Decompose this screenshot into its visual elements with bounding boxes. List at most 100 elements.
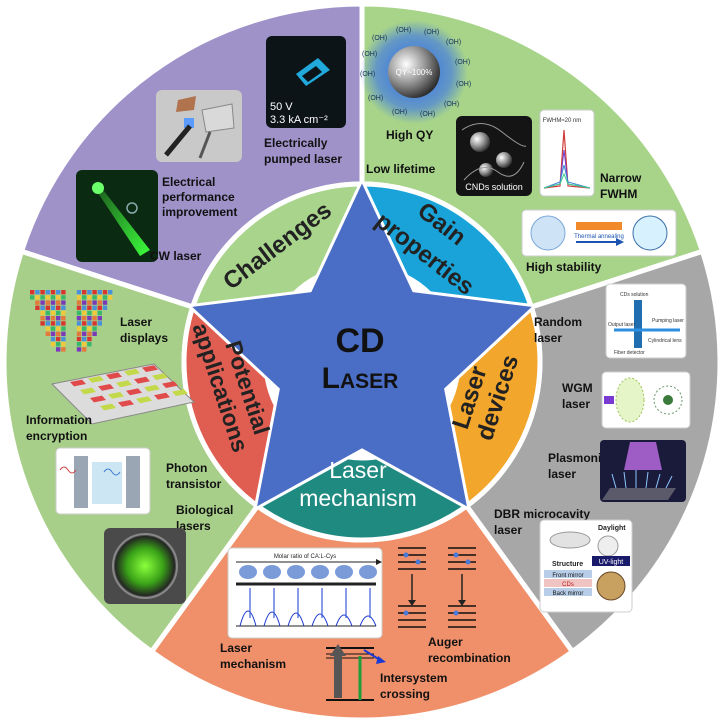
pixel xyxy=(82,290,87,295)
pixel xyxy=(92,295,97,300)
svg-text:Cylindrical lens: Cylindrical lens xyxy=(648,338,682,344)
center-title-laser: Laser xyxy=(322,362,399,395)
pixel xyxy=(61,342,66,347)
pixel xyxy=(87,316,92,321)
label-dbr-laser-1: DBR microcavity xyxy=(494,507,590,521)
pixel xyxy=(45,326,50,331)
pixel xyxy=(56,295,61,300)
pixel xyxy=(40,295,45,300)
pixel xyxy=(56,316,61,321)
encryption-tile xyxy=(108,392,124,399)
pixel xyxy=(82,305,87,310)
label-cw-laser: CW laser xyxy=(150,249,202,263)
pixel xyxy=(87,336,92,342)
pixel xyxy=(76,310,82,316)
svg-text:50 V: 50 V xyxy=(270,101,293,113)
pixel xyxy=(56,347,61,352)
pixel xyxy=(35,300,40,305)
encryption-tile xyxy=(142,365,158,372)
label-biological-lasers-2: lasers xyxy=(176,519,211,533)
thumb-electrical-performance xyxy=(156,90,242,162)
svg-text:Thermal annealing: Thermal annealing xyxy=(574,234,624,240)
svg-text:(OH): (OH) xyxy=(424,29,439,36)
encryption-tile xyxy=(88,376,104,383)
svg-text:Daylight: Daylight xyxy=(598,525,626,532)
thumb-cw-laser xyxy=(76,170,158,262)
svg-text:(OH): (OH) xyxy=(362,51,377,58)
thumb-photon-transistor xyxy=(55,447,151,515)
thumb-narrow-fwhm: FWHM≈20 nm xyxy=(539,109,595,197)
pixel xyxy=(56,305,61,310)
label-wgm-laser-1: WGM xyxy=(562,381,593,395)
pixel xyxy=(87,300,92,305)
pixel xyxy=(87,290,92,295)
thumb-laser-mechanism: Molar ratio of CA:L-Cys xyxy=(227,547,383,639)
emitter-sphere xyxy=(263,565,281,579)
pixel xyxy=(45,321,50,326)
pixel xyxy=(50,336,56,342)
svg-text:(OH): (OH) xyxy=(392,109,407,116)
emitter-sphere xyxy=(311,565,329,579)
pixel xyxy=(87,305,92,310)
svg-text:(OH): (OH) xyxy=(360,71,375,78)
encryption-tile xyxy=(126,388,142,396)
pixel xyxy=(61,300,66,305)
thumb-wgm-laser xyxy=(601,371,691,429)
label-mechanism-1: Laser xyxy=(329,457,387,483)
pixel xyxy=(50,331,56,336)
pixel xyxy=(82,300,87,305)
center-title-cd: CD xyxy=(335,322,384,360)
pixel xyxy=(45,290,50,295)
pixel xyxy=(56,290,61,295)
thumb-cnds-solution: CNDs solution xyxy=(456,116,532,196)
pixel xyxy=(61,321,66,326)
label-laser-displays-2: displays xyxy=(120,331,168,345)
pixel xyxy=(102,305,108,310)
pixel xyxy=(87,342,92,347)
transition-arrowhead xyxy=(458,600,466,606)
pixel xyxy=(45,295,50,300)
label-random-laser-1: Random xyxy=(534,315,582,329)
pixel xyxy=(82,321,87,326)
emission-peak xyxy=(335,614,353,627)
electron xyxy=(403,552,409,558)
pixel xyxy=(82,347,87,352)
svg-text:(OH): (OH) xyxy=(455,59,470,66)
pixel xyxy=(61,331,66,336)
pixel xyxy=(87,331,92,336)
pixel xyxy=(56,336,61,342)
svg-text:Pumping laser: Pumping laser xyxy=(652,318,684,324)
pixel xyxy=(61,295,66,300)
label-photon-transistor-1: Photon xyxy=(166,461,207,475)
pixel xyxy=(50,316,56,321)
encryption-tile xyxy=(172,389,188,396)
encryption-tile xyxy=(90,395,106,403)
emitter-sphere xyxy=(335,565,353,579)
pixel xyxy=(76,316,82,321)
pixel xyxy=(97,290,102,295)
pixel xyxy=(92,305,97,310)
pixel xyxy=(56,300,61,305)
emission-peak xyxy=(311,613,329,627)
label-electrical-performance-1: Electrical xyxy=(162,175,215,189)
pixel xyxy=(61,290,66,295)
label-photon-transistor-2: transistor xyxy=(166,477,222,491)
pixel xyxy=(40,300,45,305)
pixel xyxy=(40,316,45,321)
label-isc-2: crossing xyxy=(380,687,430,701)
pixel xyxy=(76,300,82,305)
label-dbr-laser-2: laser xyxy=(494,523,522,537)
label-random-laser-2: laser xyxy=(534,331,562,345)
svg-text:Molar ratio of CA:L-Cys: Molar ratio of CA:L-Cys xyxy=(274,554,336,560)
pixel xyxy=(56,310,61,316)
pixel xyxy=(87,321,92,326)
electron xyxy=(465,559,471,565)
pixel xyxy=(76,331,82,336)
svg-text:FWHM≈20 nm: FWHM≈20 nm xyxy=(543,118,582,124)
thumb-electrically-pumped: 50 V 3.3 kA cm⁻² xyxy=(266,36,346,128)
encryption-tile xyxy=(136,396,152,404)
pixel xyxy=(97,295,102,300)
pixel xyxy=(61,316,66,321)
pixel xyxy=(82,331,87,336)
